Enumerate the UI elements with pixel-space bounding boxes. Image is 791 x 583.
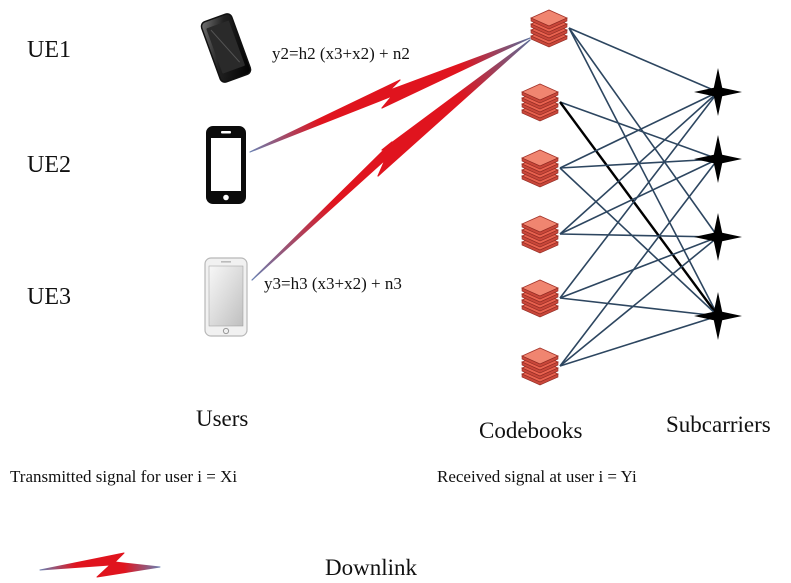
users-caption: Users <box>196 406 249 431</box>
downlink-bolt-ue3 <box>251 39 531 281</box>
ue1-label: UE1 <box>27 37 71 63</box>
codebook-subcarrier-link <box>559 91 719 299</box>
phone-white-icon <box>204 257 248 337</box>
codebook-subcarrier-link <box>559 167 719 317</box>
ue1-equation: y2=h2 (x3+x2) + n2 <box>272 44 410 63</box>
codebook-subcarrier-link <box>559 158 719 367</box>
legend-downlink-icon <box>39 552 161 578</box>
codebook-subcarrier-link <box>559 101 719 317</box>
codebook-stack-icon <box>521 215 559 254</box>
subcarrier-star-icon <box>694 135 742 183</box>
codebook-stack-icon <box>521 347 559 386</box>
codebook-subcarrier-link <box>559 158 719 235</box>
ue3-label: UE3 <box>27 284 71 310</box>
received-signal-note: Received signal at user i = Yi <box>437 467 637 486</box>
subcarriers-caption: Subcarriers <box>666 412 771 437</box>
subcarrier-star-icon <box>694 213 742 261</box>
codebooks-caption: Codebooks <box>479 418 583 443</box>
codebook-subcarrier-links <box>559 27 719 367</box>
codebook-stack-icon <box>521 83 559 122</box>
codebook-stack-icon <box>530 9 568 48</box>
subcarrier-stars <box>694 68 742 340</box>
codebook-subcarrier-link <box>559 233 719 238</box>
codebook-subcarrier-link <box>559 236 719 367</box>
codebook-subcarrier-link <box>568 27 719 93</box>
subcarrier-star-icon <box>694 292 742 340</box>
codebook-subcarrier-link <box>559 297 719 317</box>
transmitted-signal-note: Transmitted signal for user i = Xi <box>10 467 238 486</box>
codebook-subcarrier-link <box>559 91 719 169</box>
codebook-stacks <box>521 9 568 386</box>
codebook-subcarrier-link <box>559 315 719 367</box>
codebook-subcarrier-link <box>559 91 719 235</box>
subcarrier-star-icon <box>694 68 742 116</box>
ue3-equation: y3=h3 (x3+x2) + n3 <box>264 274 402 293</box>
codebook-stack-icon <box>521 279 559 318</box>
ue2-label: UE2 <box>27 152 71 178</box>
legend-downlink-label: Downlink <box>325 555 417 580</box>
codebook-subcarrier-link <box>568 27 719 317</box>
downlink-bolt-ue2 <box>249 37 531 153</box>
phone-outline-icon <box>206 126 246 204</box>
codebook-subcarrier-link <box>559 236 719 299</box>
phone-tilted-icon <box>200 13 252 83</box>
codebook-stack-icon <box>521 149 559 188</box>
